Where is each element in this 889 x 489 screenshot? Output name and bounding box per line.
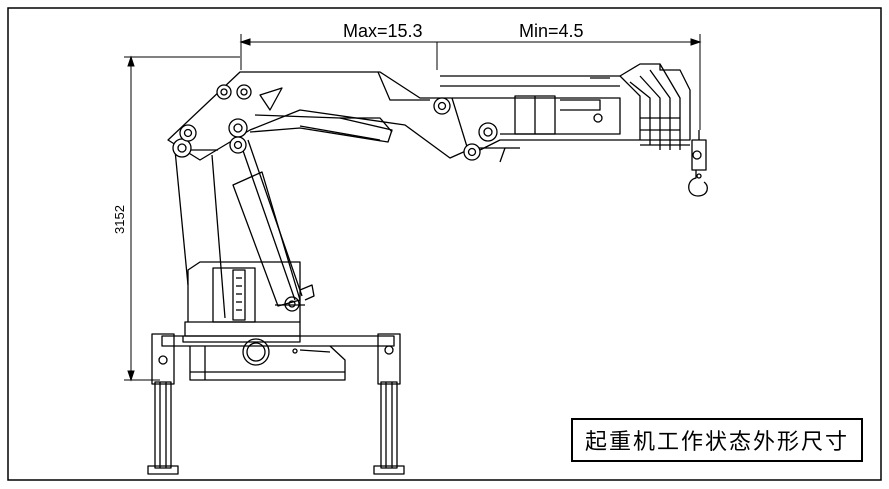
lifting-cylinder [232,139,315,312]
turret-base [184,261,305,337]
height-dimension [124,55,240,382]
knuckle-link [475,147,520,163]
pin-joints [172,84,702,161]
left-outrigger-leg [147,333,179,475]
inner-boom [167,71,469,161]
right-outrigger-leg [373,333,405,475]
crane-outline [147,63,709,475]
boom-cylinder [249,114,393,143]
drawing-caption: 起重机工作状态外形尺寸 [584,430,849,455]
min-reach-label: Min=4.5 [519,21,584,41]
base-frame [161,335,395,381]
main-column [174,149,226,319]
hook-block [688,130,709,197]
telescopic-boom [440,63,691,156]
height-label: 3152 [112,205,127,234]
title-block: 起重机工作状态外形尺寸 [571,418,863,462]
pin-joint [692,150,702,160]
max-reach-label: Max=15.3 [343,21,423,41]
reach-dimension [239,34,702,130]
drawing-frame [7,7,882,481]
